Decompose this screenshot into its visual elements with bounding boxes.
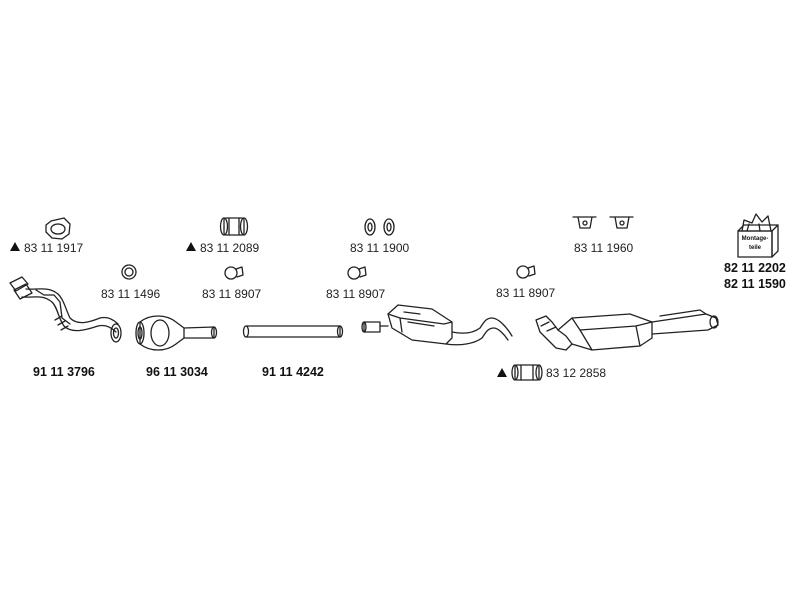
front-pipe-part bbox=[9, 276, 122, 343]
pipe-clamp-icon bbox=[347, 266, 367, 280]
warning-triangle-icon bbox=[186, 242, 196, 251]
part-number-label: 83 11 2089 bbox=[200, 241, 260, 255]
catalytic-converter-part bbox=[135, 315, 218, 351]
middle-pipe-part bbox=[242, 325, 344, 338]
part-number-label: 96 11 3034 bbox=[146, 365, 208, 379]
part-number-label: 91 11 4242 bbox=[262, 365, 324, 379]
part-number-label: 82 11 2202 bbox=[724, 261, 786, 275]
clamp-sleeve-icon bbox=[219, 217, 249, 236]
repair-sleeve-icon bbox=[511, 364, 543, 381]
warning-triangle-icon bbox=[497, 368, 507, 377]
part-number-label: 83 11 8907 bbox=[496, 286, 556, 300]
mounting-bracket-pair-icon bbox=[572, 216, 634, 229]
part-number-label: 83 11 8907 bbox=[202, 287, 262, 301]
part-number-label: 82 11 1590 bbox=[724, 277, 786, 291]
mounting-kit-box-icon bbox=[737, 213, 779, 258]
part-number-label: 83 11 1900 bbox=[350, 241, 410, 255]
part-number-label: 83 11 1960 bbox=[574, 241, 634, 255]
gasket-icon bbox=[45, 217, 71, 240]
pipe-clamp-icon bbox=[516, 265, 536, 279]
kit-box-label-top: Montage- bbox=[742, 236, 769, 242]
pipe-clamp-icon bbox=[224, 266, 244, 280]
center-silencer-part bbox=[361, 304, 513, 346]
warning-triangle-icon bbox=[10, 242, 20, 251]
rear-silencer-part bbox=[535, 309, 719, 351]
part-number-label: 83 11 8907 bbox=[326, 287, 386, 301]
part-number-label: 83 11 1917 bbox=[24, 241, 84, 255]
part-number-label: 91 11 3796 bbox=[33, 365, 95, 379]
rubber-hanger-pair-icon bbox=[364, 218, 395, 236]
part-number-label: 83 12 2858 bbox=[546, 366, 607, 380]
kit-box-label-bottom: teile bbox=[749, 245, 762, 251]
part-number-label: 83 11 1496 bbox=[101, 287, 161, 301]
sealing-ring-icon bbox=[121, 264, 137, 280]
